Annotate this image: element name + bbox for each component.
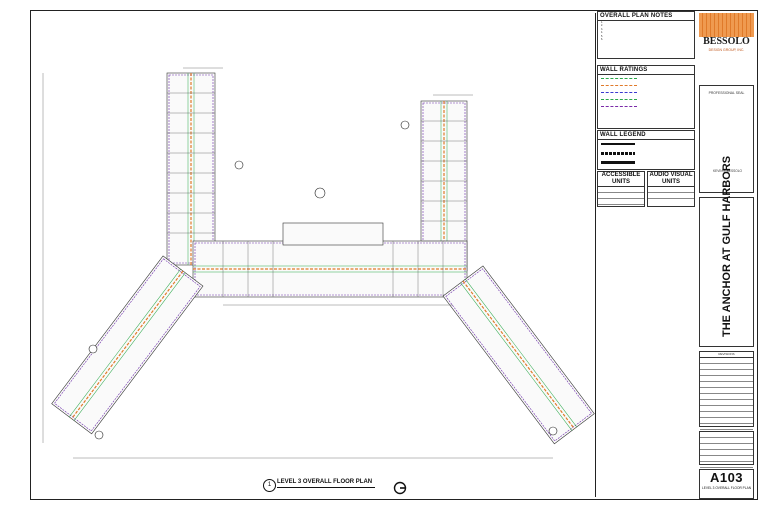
plan-marker: 1 bbox=[263, 479, 276, 492]
rating-row bbox=[598, 96, 694, 103]
margin-notes bbox=[33, 381, 57, 501]
note-line: 5. bbox=[601, 34, 603, 38]
project-title-box: THE ANCHOR AT GULF HARBORS bbox=[699, 155, 754, 347]
rating-row bbox=[598, 82, 694, 89]
wall-legend-title: WALL LEGEND bbox=[598, 131, 694, 140]
wall-ratings: WALL RATINGS bbox=[597, 65, 695, 129]
accessible-units: ACCESSIBLE UNITS bbox=[597, 171, 645, 207]
left-diagonal-wing bbox=[51, 255, 204, 435]
floor-plan-svg bbox=[42, 67, 595, 459]
project-info-box bbox=[699, 431, 754, 468]
seal-signer: KEVIN J. BESSOLO bbox=[712, 169, 743, 173]
overall-plan-notes: OVERALL PLAN NOTES 1. 2. 3. 4. 5. 6. bbox=[597, 11, 695, 59]
accessible-units-title: ACCESSIBLE UNITS bbox=[598, 172, 644, 187]
rating-row bbox=[598, 103, 694, 110]
revisions-title: REVISIONS bbox=[700, 352, 753, 358]
wall-legend: WALL LEGEND bbox=[597, 130, 695, 170]
legend-row bbox=[598, 158, 694, 167]
audio-visual-units-title: AUDIO VISUAL UNITS bbox=[648, 172, 694, 187]
title-block: BESSOLO DESIGN GROUP, INC. PROFESSIONAL … bbox=[697, 11, 756, 499]
center-connector bbox=[192, 222, 468, 298]
professional-seal: PROFESSIONAL SEAL KEVIN J. BESSOLO bbox=[699, 85, 754, 193]
note-line: 6. bbox=[601, 38, 603, 42]
rating-row bbox=[598, 75, 694, 82]
right-diagonal-wing bbox=[442, 265, 595, 445]
notes-title: OVERALL PLAN NOTES bbox=[598, 12, 694, 21]
legend-row bbox=[598, 140, 694, 149]
firm-logo: BESSOLO DESIGN GROUP, INC. bbox=[699, 13, 754, 53]
sheet-title: LEVEL 3 OVERALL FLOOR PLAN bbox=[701, 486, 751, 490]
note-line: 4. bbox=[601, 31, 603, 35]
project-info-table bbox=[700, 432, 753, 468]
plan-title: LEVEL 3 OVERALL FLOOR PLAN bbox=[277, 479, 373, 485]
north-arrow-icon bbox=[393, 481, 407, 495]
legend-row bbox=[598, 149, 694, 158]
section-markers bbox=[88, 120, 558, 440]
sheet-number: A103 bbox=[709, 470, 744, 485]
note-line: 1. bbox=[601, 21, 603, 24]
accessible-units-table bbox=[598, 187, 644, 205]
revisions-table bbox=[700, 358, 753, 430]
audio-visual-units: AUDIO VISUAL UNITS bbox=[647, 171, 695, 207]
note-line: 3. bbox=[601, 27, 603, 31]
left-vertical-wing bbox=[166, 72, 216, 266]
project-name: THE ANCHOR AT GULF HARBORS bbox=[720, 155, 733, 337]
floor-plan-drawing bbox=[33, 13, 596, 497]
rating-row bbox=[598, 89, 694, 96]
wall-ratings-title: WALL RATINGS bbox=[598, 66, 694, 75]
seal-title: PROFESSIONAL SEAL bbox=[708, 91, 745, 95]
plan-title-underline bbox=[277, 487, 375, 488]
firm-name: BESSOLO bbox=[699, 37, 754, 47]
sheet-number-box: A103 LEVEL 3 OVERALL FLOOR PLAN bbox=[699, 469, 754, 499]
dimension-lines bbox=[42, 67, 553, 459]
notes-column: OVERALL PLAN NOTES 1. 2. 3. 4. 5. 6. WAL… bbox=[597, 11, 695, 491]
logo-pattern bbox=[699, 13, 754, 37]
revisions-box: REVISIONS bbox=[699, 351, 754, 430]
audio-visual-units-table bbox=[648, 187, 694, 199]
unit-grid bbox=[167, 92, 467, 297]
firm-subtitle: DESIGN GROUP, INC. bbox=[699, 47, 754, 53]
note-line: 2. bbox=[601, 24, 603, 28]
